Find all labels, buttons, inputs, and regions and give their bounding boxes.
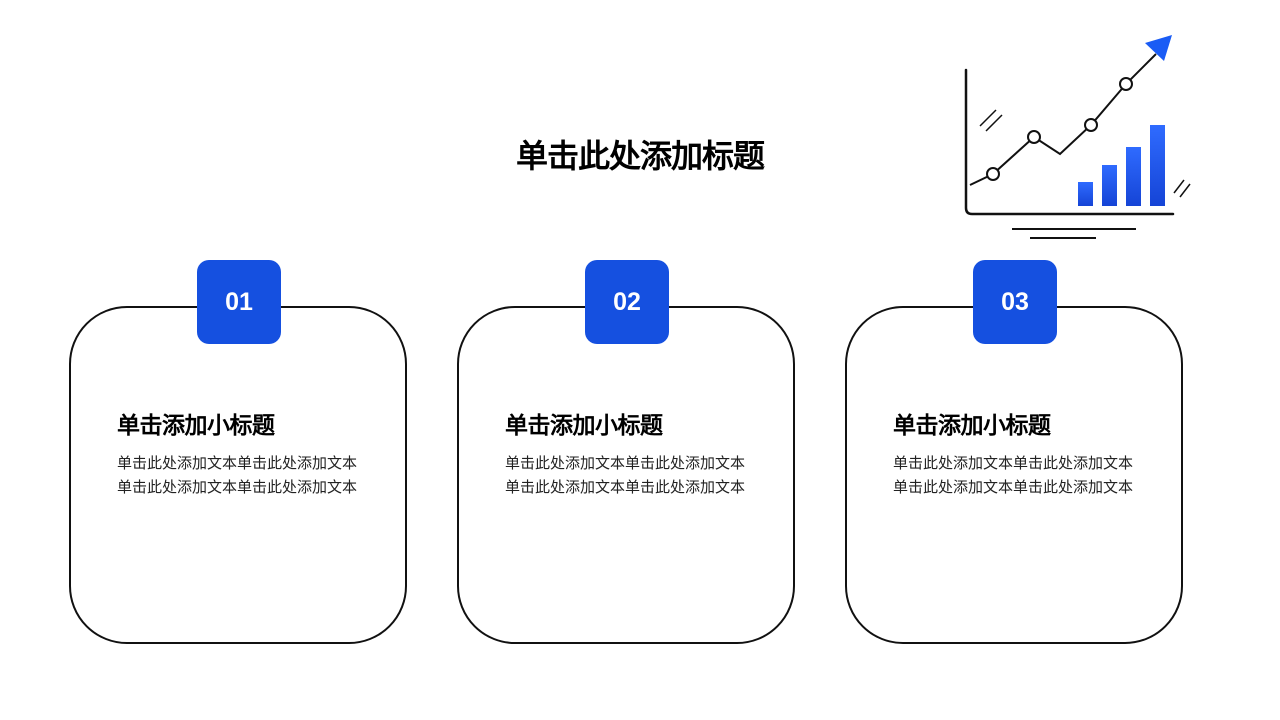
card-heading[interactable]: 单击添加小标题 <box>505 413 663 439</box>
card-1: 单击添加小标题 单击此处添加文本单击此处添加文本单击此处添加文本单击此处添加文本 <box>69 306 407 644</box>
card-3: 单击添加小标题 单击此处添加文本单击此处添加文本单击此处添加文本单击此处添加文本 <box>845 306 1183 644</box>
card-number-badge: 02 <box>585 260 669 344</box>
card-number-badge: 03 <box>973 260 1057 344</box>
growth-chart-icon <box>964 35 1191 239</box>
card-body-text[interactable]: 单击此处添加文本单击此处添加文本单击此处添加文本单击此处添加文本 <box>117 454 358 496</box>
card-body-text[interactable]: 单击此处添加文本单击此处添加文本单击此处添加文本单击此处添加文本 <box>893 454 1134 496</box>
card-heading[interactable]: 单击添加小标题 <box>117 413 275 439</box>
card-body-text[interactable]: 单击此处添加文本单击此处添加文本单击此处添加文本单击此处添加文本 <box>505 454 746 496</box>
card-heading[interactable]: 单击添加小标题 <box>893 413 1051 439</box>
card-number-badge: 01 <box>197 260 281 344</box>
slide-title[interactable]: 单击此处添加标题 <box>515 137 765 175</box>
card-2: 单击添加小标题 单击此处添加文本单击此处添加文本单击此处添加文本单击此处添加文本 <box>457 306 795 644</box>
